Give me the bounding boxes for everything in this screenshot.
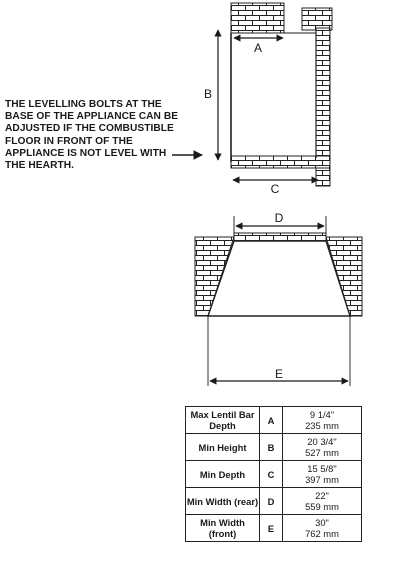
row-label: Min Height: [185, 433, 260, 461]
row-label: Min Depth: [185, 460, 260, 488]
dim-b-label: B: [204, 87, 212, 101]
value-metric: 235 mm: [305, 420, 339, 431]
row-letter: B: [259, 433, 283, 461]
row-value: 30"762 mm: [282, 514, 362, 542]
value-imperial: 22": [315, 490, 329, 501]
value-imperial: 9 1/4": [309, 409, 335, 420]
value-imperial: 30": [315, 517, 329, 528]
front-view: D E: [194, 211, 363, 386]
row-value: 15 5/8"397 mm: [282, 460, 362, 488]
row-letter: D: [259, 487, 283, 515]
brick-hearth: [230, 155, 331, 169]
brick-top-left: [230, 2, 285, 34]
brick-lintel: [233, 232, 327, 242]
value-imperial: 20 3/4": [307, 436, 337, 447]
dim-e-label: E: [275, 367, 283, 381]
value-metric: 559 mm: [305, 501, 339, 512]
table-row: Min Depth C 15 5/8"397 mm: [185, 460, 362, 488]
dimension-table: Max Lentil Bar Depth A 9 1/4"235 mm Min …: [185, 406, 362, 542]
row-letter: E: [259, 514, 283, 542]
row-value: 20 3/4"527 mm: [282, 433, 362, 461]
row-letter: A: [259, 406, 283, 434]
table-row: Min Height B 20 3/4"527 mm: [185, 433, 362, 461]
side-view: A B C: [172, 2, 333, 196]
table-row: Min Width (front) E 30"762 mm: [185, 514, 362, 542]
value-metric: 527 mm: [305, 447, 339, 458]
value-imperial: 15 5/8": [307, 463, 337, 474]
table-row: Max Lentil Bar Depth A 9 1/4"235 mm: [185, 406, 362, 434]
levelling-bolts-note: THE LEVELLING BOLTS AT THE BASE OF THE A…: [5, 99, 179, 172]
row-value: 22"559 mm: [282, 487, 362, 515]
value-metric: 762 mm: [305, 528, 339, 539]
row-letter: C: [259, 460, 283, 488]
row-label: Max Lentil Bar Depth: [185, 406, 260, 434]
table-row: Min Width (rear) D 22"559 mm: [185, 487, 362, 515]
brick-top-right: [301, 7, 333, 31]
row-value: 9 1/4"235 mm: [282, 406, 362, 434]
dim-d-label: D: [275, 211, 284, 225]
row-label: Min Width (front): [185, 514, 260, 542]
value-metric: 397 mm: [305, 474, 339, 485]
row-label: Min Width (rear): [185, 487, 260, 515]
dim-c-label: C: [271, 182, 280, 196]
dim-a-label: A: [254, 41, 262, 55]
